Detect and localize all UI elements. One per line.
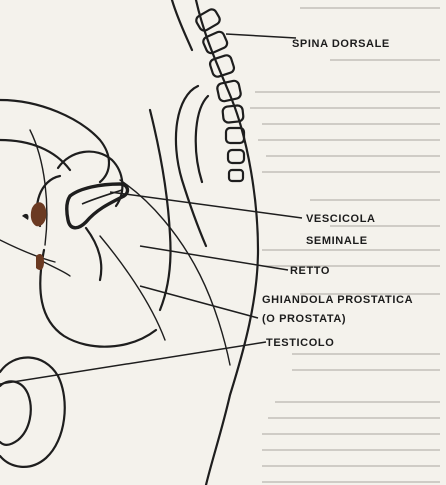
seminal-vesicle-shape [67,184,128,228]
label-prostate-line2: (O PROSTATA) [262,313,346,325]
rectum-organ [176,86,208,246]
label-seminal-vesicle-line1: VESCICOLA [306,213,376,225]
label-prostate-line1: GHIANDOLA PROSTATICA [262,294,413,306]
label-seminal-vesicle-line2: SEMINALE [306,235,368,247]
bladder-region [37,152,156,347]
spine-vertebrae [194,8,244,181]
testicle-shape [0,357,65,466]
label-rectum: RETTO [290,265,330,277]
tissue-accents [22,202,46,270]
body-outline [0,0,258,485]
label-testicle: TESTICOLO [266,337,334,349]
label-spine: SPINA DORSALE [292,38,390,50]
